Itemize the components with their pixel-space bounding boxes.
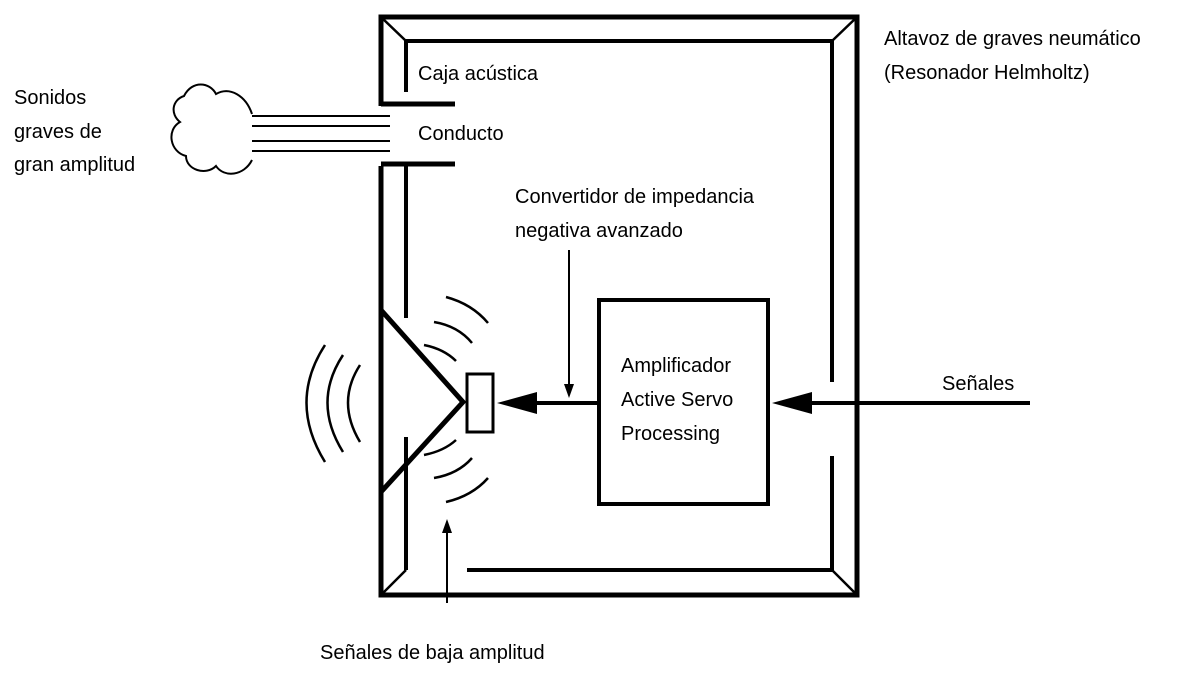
speaker-cone (379, 308, 467, 494)
woofer-title-line2: (Resonador Helmholtz) (884, 62, 1090, 84)
voice-coil (465, 372, 495, 434)
woofer-title-line1: Altavoz de graves neumático (884, 28, 1141, 50)
duct (381, 101, 455, 167)
output-sound-line2: graves de (14, 121, 102, 143)
enclosure-label: Caja acústica (418, 63, 539, 85)
output-sound-line3: gran amplitud (14, 154, 135, 176)
converter-pointer-arrow (564, 250, 574, 398)
arrow-input-to-amp (772, 392, 1030, 414)
inner-frame-top (404, 39, 834, 382)
arrow-amp-to-coil (497, 392, 599, 414)
amplifier-label-line2: Active Servo (621, 389, 733, 411)
enclosure (378, 14, 860, 598)
enclosure-corner-bevels (380, 16, 858, 596)
driver-waves-lower (423, 439, 489, 504)
output-sound-line1: Sonidos (14, 87, 86, 109)
input-signals-label: Señales (942, 373, 1014, 395)
duct-label: Conducto (418, 123, 504, 145)
amplifier-label-line1: Amplificador (621, 355, 731, 377)
airflow-lines (252, 115, 390, 152)
converter-label-line2: negativa avanzado (515, 220, 683, 242)
low-amplitude-pointer-arrow (442, 519, 452, 603)
outside-sound-waves (305, 344, 362, 463)
driver-waves-upper (423, 295, 489, 362)
converter-label-line1: Convertidor de impedancia (515, 186, 755, 208)
sound-cloud-icon (170, 83, 253, 175)
low-amplitude-label: Señales de baja amplitud (320, 642, 545, 664)
enclosure-outer-wall-top (378, 14, 860, 598)
amplifier-label-line3: Processing (621, 423, 720, 445)
